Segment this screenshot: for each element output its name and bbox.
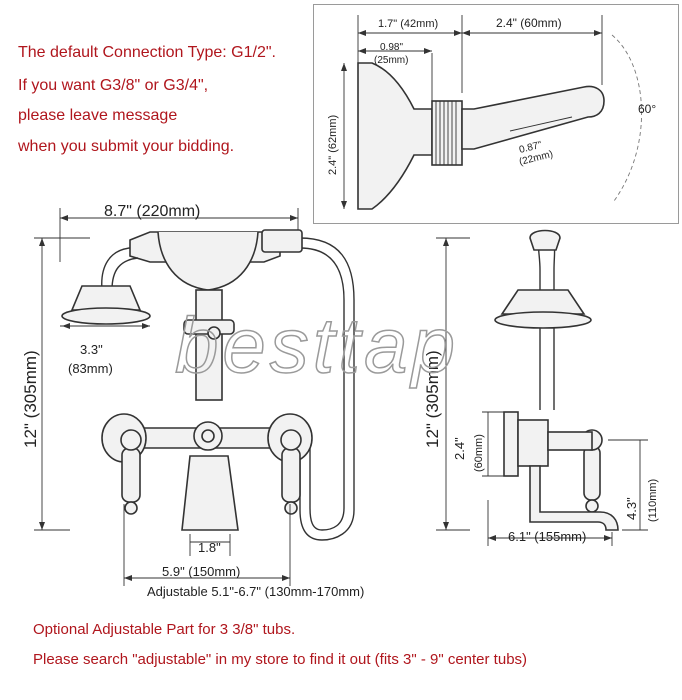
connection-note-line4: when you submit your bidding. bbox=[18, 138, 235, 155]
dim-spout-drop-mm: (110mm) bbox=[647, 479, 659, 522]
dim-angle: 60° bbox=[638, 102, 656, 116]
dim-plate-height: 2.4" (62mm) bbox=[327, 115, 339, 175]
store-search-note: Please search "adjustable" in my store t… bbox=[33, 651, 528, 668]
connection-note-line1: The default Connection Type: G1/2". bbox=[18, 44, 276, 61]
dim-spout-drop: 4.3" bbox=[624, 497, 639, 520]
dim-head-diameter-mm: (83mm) bbox=[68, 361, 113, 376]
dim-flange: 0.98" bbox=[380, 42, 403, 53]
dim-spout-width: 1.8" bbox=[198, 540, 221, 555]
connection-note-line2: If you want G3/8" or G3/4", bbox=[18, 77, 209, 94]
holder-detail-inset: 1.7" (42mm) 2.4" (60mm) 0.98" (25mm) 2.4… bbox=[313, 4, 679, 224]
dim-side-wall-mm: (60mm) bbox=[473, 434, 485, 472]
dim-holder-depth: 1.7" (42mm) bbox=[378, 18, 438, 30]
dim-side-wall: 2.4" bbox=[452, 437, 467, 460]
dim-adjustable-range: Adjustable 5.1"-6.7" (130mm-170mm) bbox=[147, 584, 364, 599]
connection-note-line3: please leave message bbox=[18, 107, 178, 124]
holder-detail-drawing: 1.7" (42mm) 2.4" (60mm) 0.98" (25mm) 2.4… bbox=[327, 15, 656, 210]
dim-overall-height: 12" (305mm) bbox=[21, 350, 40, 448]
dim-spout-reach: 6.1" (155mm) bbox=[508, 529, 586, 544]
dim-flange-mm: (25mm) bbox=[374, 55, 408, 66]
adjustable-part-note: Optional Adjustable Part for 3 3/8" tubs… bbox=[33, 621, 296, 638]
dim-holder-arm: 2.4" (60mm) bbox=[496, 16, 562, 30]
dim-head-diameter: 3.3" bbox=[80, 342, 103, 357]
besttap-watermark: besttap bbox=[174, 300, 459, 390]
dim-overall-width: 8.7" (220mm) bbox=[104, 203, 200, 220]
dim-center-distance: 5.9" (150mm) bbox=[162, 564, 240, 579]
dim-side-height: 12" (305mm) bbox=[423, 350, 442, 448]
